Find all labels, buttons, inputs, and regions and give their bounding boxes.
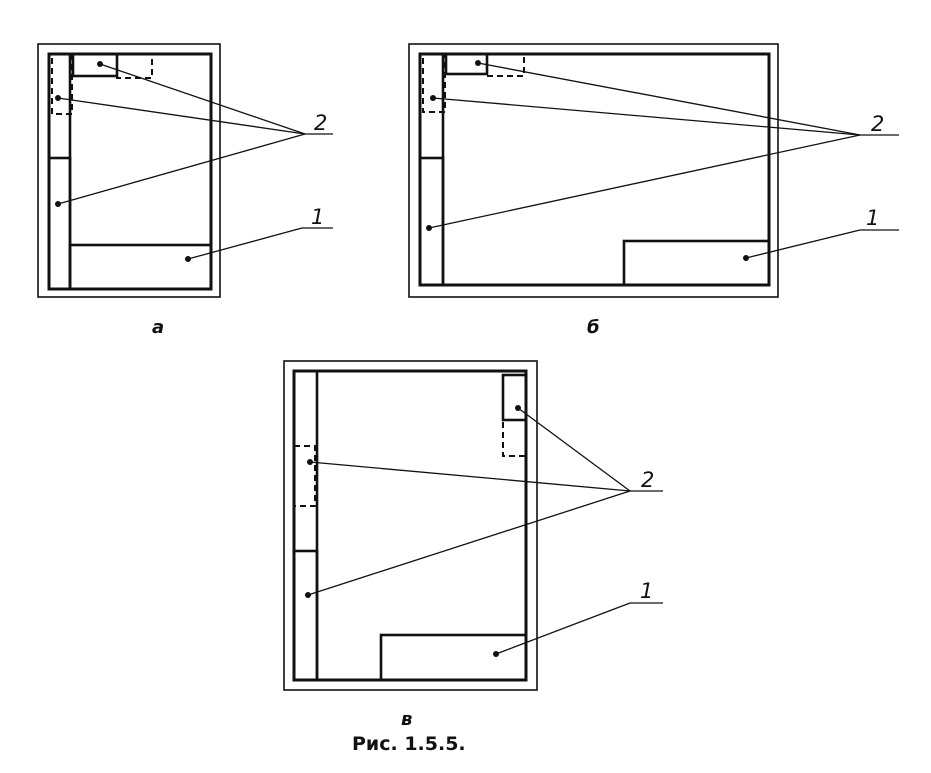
panel-b-dot: [430, 95, 436, 101]
panel-b-label: б: [587, 317, 600, 338]
panel-b-leader-2c: [428, 134, 861, 229]
panel-a-leader-2b: [57, 97, 306, 135]
panel-a: 2 1 а: [37, 43, 333, 338]
panel-a-leader-2a: [99, 63, 306, 135]
panel-a-dot: [55, 201, 61, 207]
panel-b-sheet: [408, 43, 779, 298]
panel-c-dot: [305, 592, 311, 598]
panel-a-callout-2: 2: [314, 111, 327, 135]
panel-b-block-left: [418, 156, 445, 287]
panel-c-dashed-block-top-right: [502, 419, 527, 457]
panel-a-block-top: [71, 52, 119, 78]
panel-c-leader-2c: [307, 490, 631, 596]
panel-a-leader-1: [187, 227, 303, 260]
panel-c-dashed-block-left: [293, 445, 316, 507]
panel-a-dot: [55, 95, 61, 101]
panel-c-dot: [307, 459, 313, 465]
panel-a-dot: [97, 61, 103, 67]
panel-c-dot: [515, 405, 521, 411]
panel-a-dot: [185, 256, 191, 262]
panel-c-title-block: [379, 633, 528, 682]
panel-c-leader-2a: [517, 407, 631, 492]
panel-c-frame: [292, 369, 528, 682]
panel-b: 2 1 б: [408, 43, 899, 338]
panel-a-title-block: [68, 243, 213, 291]
panel-b-callout-1: 1: [866, 206, 879, 230]
panel-c-sheet: [283, 360, 538, 691]
panel-b-dashed-block-top: [486, 53, 525, 77]
panel-a-label: а: [152, 317, 164, 338]
panel-a-block-left: [47, 156, 72, 291]
panel-b-leader-2a: [477, 62, 861, 136]
panel-a-frame: [47, 52, 213, 291]
panel-c-block-left: [292, 549, 319, 682]
panel-c-dot: [493, 651, 499, 657]
panel-a-sheet: [37, 43, 221, 298]
panel-b-frame: [418, 52, 771, 287]
panel-b-callout-2: 2: [871, 112, 884, 136]
panel-c-leader-2b: [309, 461, 631, 492]
panel-b-dot: [426, 225, 432, 231]
panel-b-dot: [743, 255, 749, 261]
panel-a-leader-2c: [57, 133, 306, 205]
panel-c-leader-1: [495, 602, 631, 655]
panel-b-title-block: [622, 239, 771, 287]
panel-b-leader-1: [745, 229, 861, 259]
panel-a-dashed-block-left: [51, 53, 73, 115]
panel-a-callout-1: 1: [311, 205, 324, 229]
panel-c-label: в: [401, 709, 412, 730]
panel-a-dashed-block-top: [116, 53, 153, 79]
panel-b-dashed-block-left: [422, 53, 446, 113]
panel-c-callout-1: 1: [640, 579, 653, 603]
panel-b-leader-2b: [432, 97, 861, 136]
panel-c-block-top-right: [501, 373, 528, 422]
panel-b-dot: [475, 60, 481, 66]
figure-caption: Рис. 1.5.5.: [352, 733, 466, 755]
panel-c: 2 1 в: [283, 360, 663, 730]
panel-c-callout-2: 2: [641, 468, 654, 492]
